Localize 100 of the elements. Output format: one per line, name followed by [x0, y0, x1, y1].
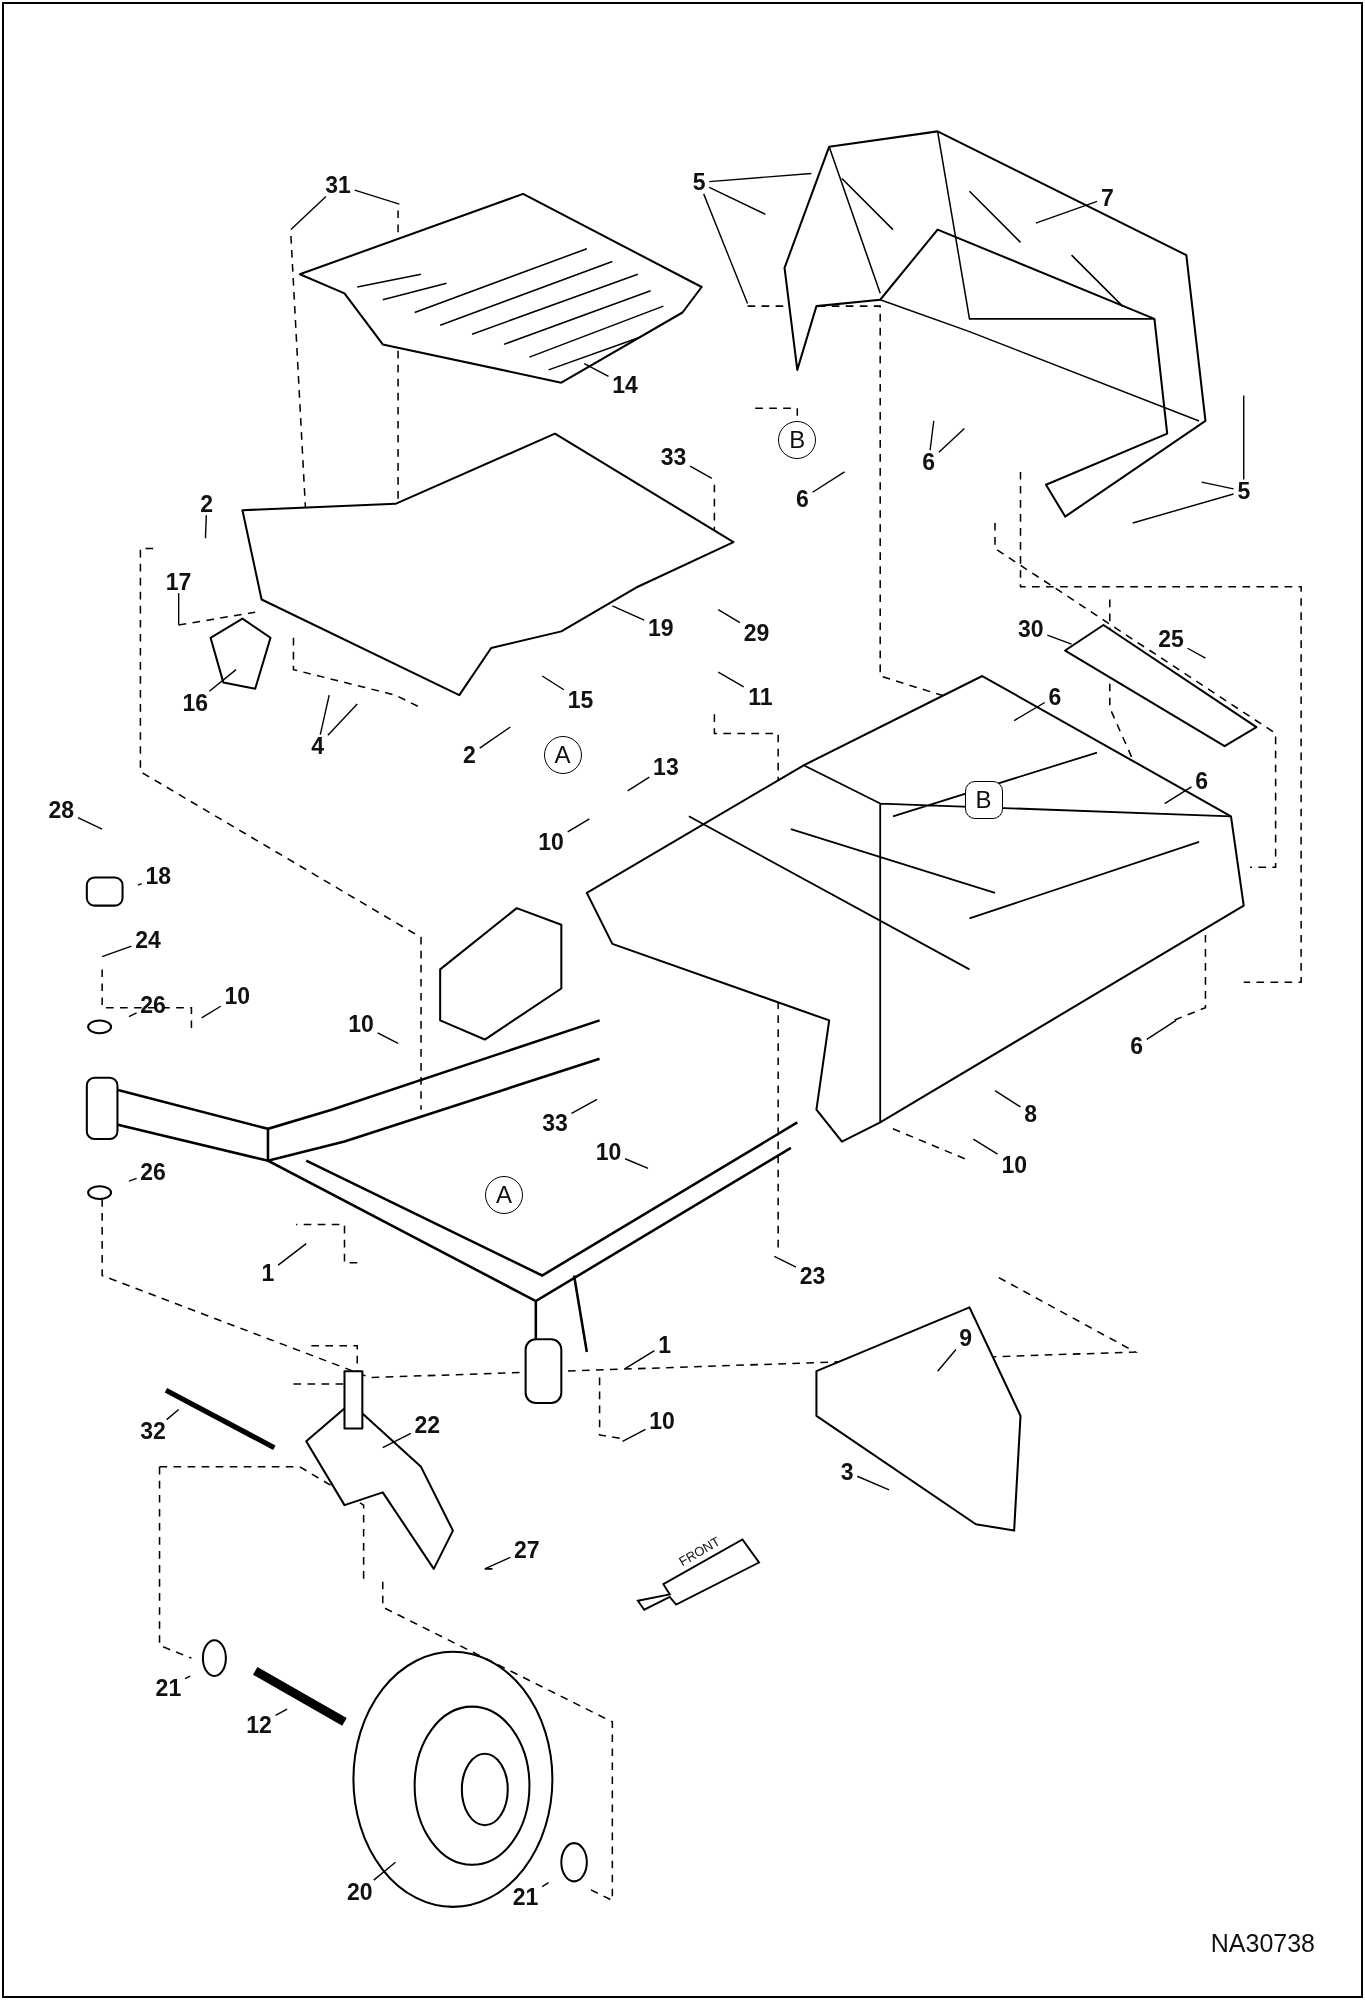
callout-number: 14: [612, 373, 638, 397]
leader-line: [184, 1675, 191, 1680]
leader-line: [1035, 200, 1098, 224]
callout-number: 21: [155, 1676, 182, 1700]
callout-number: 33: [542, 1111, 568, 1135]
leader-line: [570, 1098, 598, 1115]
leader-line: [624, 1158, 649, 1170]
leader-line: [702, 193, 749, 305]
callout-number: 10: [1001, 1153, 1027, 1177]
leader-line: [938, 427, 966, 453]
leader-line: [382, 1432, 412, 1449]
leader-line: [101, 945, 133, 958]
callout-number: 4: [311, 734, 325, 758]
leader-line: [936, 1348, 957, 1372]
drawing-number: NA30738: [1210, 1929, 1315, 1958]
callout-number: 21: [512, 1885, 539, 1909]
callout-number: 6: [922, 450, 936, 474]
callout-number: 9: [959, 1326, 973, 1350]
leader-line: [994, 1089, 1022, 1108]
callout-number: 16: [182, 691, 208, 715]
leader-line: [717, 671, 745, 688]
callout-number: 8: [1024, 1102, 1038, 1126]
callout-number: 5: [692, 170, 706, 194]
leader-line: [290, 195, 327, 231]
leader-line: [811, 471, 846, 493]
callout-number: 10: [538, 830, 564, 854]
callout-number: 12: [246, 1713, 272, 1737]
leader-line: [708, 172, 813, 183]
leader-line: [274, 1708, 288, 1717]
leader-line: [689, 465, 713, 479]
leader-line: [541, 675, 565, 691]
callout-number: 3: [840, 1460, 854, 1484]
leader-line: [204, 514, 207, 539]
leader-line: [373, 1861, 397, 1881]
callout-number: 22: [414, 1413, 441, 1437]
callout-number: 2: [200, 492, 214, 516]
callout-number: 24: [135, 928, 161, 952]
leader-line: [611, 605, 645, 621]
callout-number: 15: [567, 688, 594, 712]
leader-line: [1132, 493, 1235, 524]
leader-line: [621, 1428, 647, 1443]
callout-number: 10: [224, 984, 251, 1008]
callout-number: 1: [261, 1261, 275, 1285]
callout-number: 29: [743, 621, 770, 645]
callout-number: 31: [325, 173, 351, 197]
callout-number: 18: [145, 864, 171, 888]
leader-line: [773, 1255, 797, 1268]
callout-number: 26: [140, 1160, 166, 1184]
callout-number: 10: [595, 1140, 622, 1164]
callout-number: 28: [48, 798, 74, 822]
callout-number: 2: [463, 743, 476, 767]
callout-number: 1: [658, 1333, 671, 1357]
leader-line: [583, 362, 610, 378]
callout-number: 20: [346, 1880, 373, 1904]
leader-line: [1243, 394, 1245, 481]
leader-line: [1046, 634, 1073, 645]
reference-circle: B: [778, 421, 817, 460]
leader-line: [708, 186, 767, 215]
leader-line: [1186, 647, 1207, 659]
callout-number: 32: [140, 1419, 166, 1443]
callout-number: 6: [796, 487, 809, 511]
callout-number: 6: [1195, 769, 1209, 793]
callout-number: 17: [165, 570, 192, 594]
leader-line: [717, 609, 741, 624]
callout-number: 7: [1100, 186, 1114, 210]
callout-number: 13: [653, 755, 679, 779]
leader-line: [177, 592, 180, 626]
leader-line: [165, 1408, 180, 1421]
leader-line: [1013, 701, 1046, 722]
callout-number: 19: [648, 616, 674, 640]
leader-line: [479, 726, 511, 749]
leader-line: [319, 694, 330, 736]
leader-line: [77, 817, 103, 830]
leader-line: [929, 420, 935, 451]
leader-line: [327, 703, 358, 736]
leader-line: [128, 1177, 138, 1182]
callout-number: 6: [1130, 1034, 1144, 1058]
leader-line: [354, 189, 401, 205]
leader-line: [626, 776, 651, 792]
leader-line: [541, 1881, 550, 1888]
leader-line: [567, 818, 591, 833]
leader-line: [484, 1556, 511, 1570]
callout-number: 6: [1048, 685, 1062, 709]
reference-circle: A: [484, 1176, 523, 1215]
leader-line: [856, 1475, 890, 1491]
leader-line: [972, 1138, 999, 1155]
callout-number: 33: [660, 445, 687, 469]
leader-line: [1163, 786, 1193, 805]
callout-number: 10: [348, 1012, 374, 1036]
callout-number: 27: [514, 1538, 540, 1562]
reference-circle: A: [543, 736, 582, 775]
leader-line: [376, 1032, 399, 1045]
leader-line: [128, 1012, 138, 1018]
leader-line: [624, 1349, 656, 1370]
callout-number: 25: [1158, 627, 1184, 651]
leader-line: [208, 668, 237, 693]
callout-number: 30: [1017, 617, 1044, 641]
callout-number: 5: [1237, 479, 1251, 503]
leader-line: [1146, 1019, 1177, 1041]
leader-line: [200, 1005, 222, 1019]
